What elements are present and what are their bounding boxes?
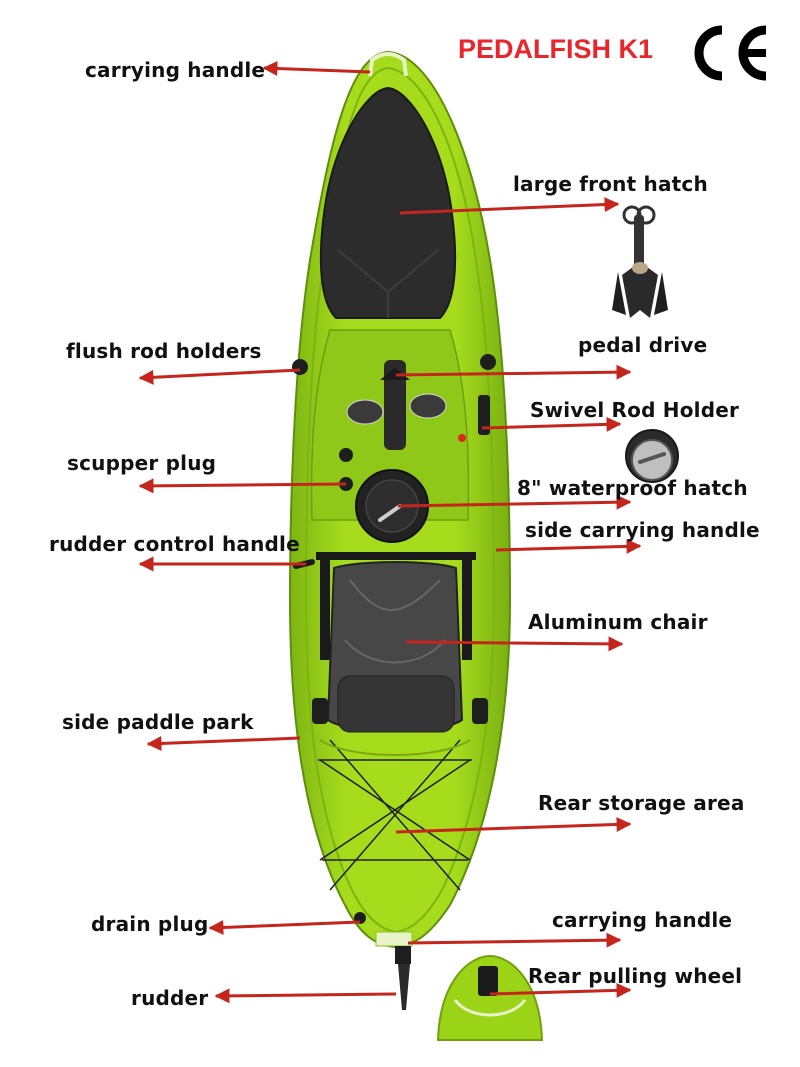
kayak-hull xyxy=(288,50,512,1010)
brand-title: PEDALFISH K1 xyxy=(458,34,654,64)
arrow-waterproof-hatch xyxy=(397,494,632,510)
arrow-rear-pulling-wheel xyxy=(489,982,632,998)
rudder-shape xyxy=(395,946,411,1010)
arrow-side-carrying-handle xyxy=(495,538,642,554)
arrow-flush-rod-holders xyxy=(138,368,301,385)
label-side-paddle-park: side paddle park xyxy=(62,710,254,734)
label-waterproof-hatch: 8" waterproof hatch xyxy=(517,476,748,500)
label-rudder: rudder xyxy=(131,986,209,1010)
pedal-drive-inset xyxy=(612,205,668,318)
arrow-carrying-handle-rear xyxy=(407,932,622,948)
label-side-carrying-handle: side carrying handle xyxy=(525,518,760,542)
arrow-carrying-handle-front xyxy=(262,61,371,77)
arrow-pedal-drive xyxy=(395,364,632,380)
arrow-scupper-plug xyxy=(138,478,347,494)
swivel-rod-holder-shape xyxy=(458,395,490,442)
arrow-large-front-hatch xyxy=(399,197,620,215)
rear-storage-shape xyxy=(318,739,472,891)
pointer-arrows xyxy=(138,61,642,1004)
arrow-rudder xyxy=(214,988,397,1004)
label-carrying-handle-rear: carrying handle xyxy=(552,908,733,932)
label-rear-storage-area: Rear storage area xyxy=(538,791,745,815)
pedal-drive-shape xyxy=(346,360,447,450)
arrow-side-paddle-park xyxy=(146,735,301,751)
arrow-swivel-rod-holder xyxy=(481,416,622,432)
ce-mark-icon xyxy=(694,25,767,81)
label-rear-pulling-wheel: Rear pulling wheel xyxy=(528,964,743,988)
arrow-aluminum-chair xyxy=(405,636,624,652)
label-rudder-control-handle: rudder control handle xyxy=(49,532,300,556)
label-carrying-handle-front: carrying handle xyxy=(85,58,266,82)
round-hatch-shape xyxy=(355,469,429,543)
aluminum-chair-shape xyxy=(316,552,476,733)
label-large-front-hatch: large front hatch xyxy=(513,172,708,196)
hatch-accessory-inset xyxy=(625,429,679,483)
label-swivel-rod-holder: Swivel Rod Holder xyxy=(530,398,740,422)
label-aluminum-chair: Aluminum chair xyxy=(528,610,708,634)
label-drain-plug: drain plug xyxy=(91,912,209,936)
front-handle-shape xyxy=(368,52,408,77)
rear-wheel-inset xyxy=(436,954,544,1041)
label-pedal-drive: pedal drive xyxy=(578,333,708,357)
label-flush-rod-holders: flush rod holders xyxy=(66,339,262,363)
label-scupper-plug: scupper plug xyxy=(67,451,217,475)
arrow-rear-storage-area xyxy=(395,816,632,834)
arrow-drain-plug xyxy=(208,919,361,935)
